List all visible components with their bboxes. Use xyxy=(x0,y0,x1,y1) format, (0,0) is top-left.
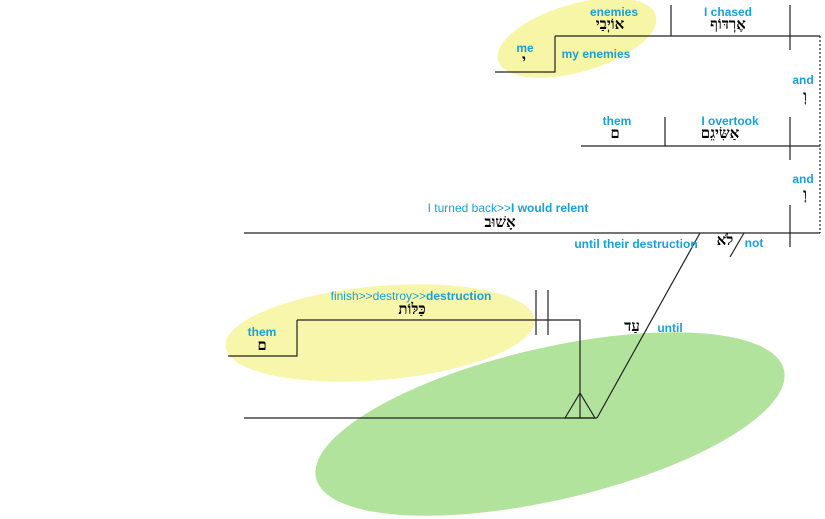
verb-gloss: I overtook xyxy=(701,114,759,128)
suffix-gloss: them xyxy=(247,325,277,339)
conjunction-hebrew: וְ xyxy=(803,87,807,105)
verb-hebrew: אָשׁוּב xyxy=(484,213,516,231)
green-highlight xyxy=(315,332,785,516)
phrase-gloss: my enemies xyxy=(561,47,631,61)
preposition-slant xyxy=(596,232,701,419)
clause2-baseline xyxy=(581,117,820,160)
suffix-gloss: me xyxy=(516,41,534,55)
preposition-hebrew: עַד xyxy=(624,317,640,335)
conjunction-gloss: and xyxy=(792,172,814,186)
object-hebrew: ם xyxy=(610,124,620,142)
object-hebrew: אוֹיְבַי xyxy=(595,15,625,33)
negation-modifier xyxy=(729,232,745,258)
suffix-hebrew: ם xyxy=(257,336,267,354)
verb-gloss: I chased xyxy=(703,5,753,19)
verb-gloss-literal: I turned back>> xyxy=(427,201,512,215)
noun-hebrew: כַּלּוֹת xyxy=(398,300,426,318)
conjunction-hebrew: וְ xyxy=(803,185,807,203)
clause1-dividers xyxy=(670,5,791,50)
object-gloss: them xyxy=(602,114,632,128)
yellow-highlight-destruction xyxy=(225,284,535,382)
verb-hebrew: אַשִּׂיגֵם xyxy=(700,124,740,142)
negation-gloss: not xyxy=(744,236,764,250)
noun-gloss: destruction xyxy=(426,289,492,303)
clause4-baseline xyxy=(228,290,581,418)
clause1-baseline xyxy=(495,35,820,73)
noun-gloss-literal: finish>>destroy>> xyxy=(330,289,427,303)
yellow-highlight-enemies xyxy=(497,0,657,78)
clause3-baseline xyxy=(244,205,820,247)
preposition-gloss: until xyxy=(657,321,683,335)
conjunction-gloss: and xyxy=(792,73,814,87)
verb-hebrew: אֶרְדּוֹף xyxy=(710,15,746,33)
adverbial-gloss: until their destruction xyxy=(574,237,698,251)
object-gloss: enemies xyxy=(589,5,639,19)
suffix-hebrew: י xyxy=(522,51,526,69)
verb-gloss: I would relent xyxy=(511,201,589,215)
negation-hebrew: לֹא xyxy=(716,231,734,249)
